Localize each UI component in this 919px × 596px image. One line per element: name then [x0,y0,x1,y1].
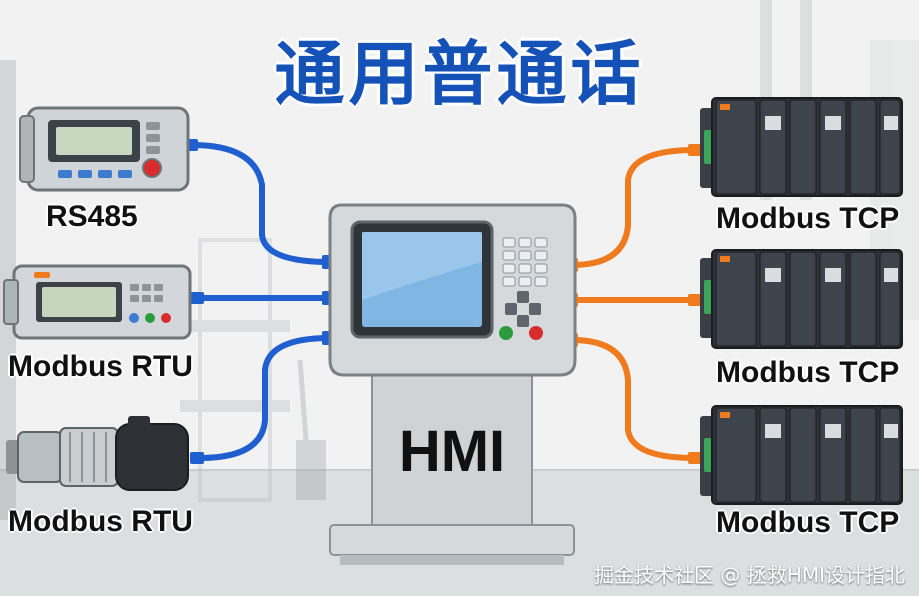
tcp-cables [569,147,698,461]
hmi-label: HMI [398,419,506,484]
page-title: 通用普通话 [274,33,645,115]
device-label-modbus-tcp-2: Modbus TCP [716,356,900,389]
device-label-modbus-rtu-2: Modbus RTU [8,505,193,538]
plc-rack-icon [700,249,903,349]
watermark: 掘金技术社区 @ 拯救HMI设计指北 [594,563,905,587]
panel-meter-icon [19,106,190,192]
plc-rack-icon [700,97,903,197]
rtu-cables [189,142,333,461]
dpad-icon [505,291,541,327]
device-label-modbus-tcp-1: Modbus TCP [716,202,900,235]
controller-keypad-icon [3,264,192,340]
hmi-terminal [328,203,577,565]
cylindrical-sensor-icon [6,416,189,491]
device-label-modbus-tcp-3: Modbus TCP [716,506,900,539]
device-label-modbus-rtu-1: Modbus RTU [8,350,193,383]
device-label-rs485: RS485 [46,200,138,233]
plc-rack-icon [700,405,903,505]
